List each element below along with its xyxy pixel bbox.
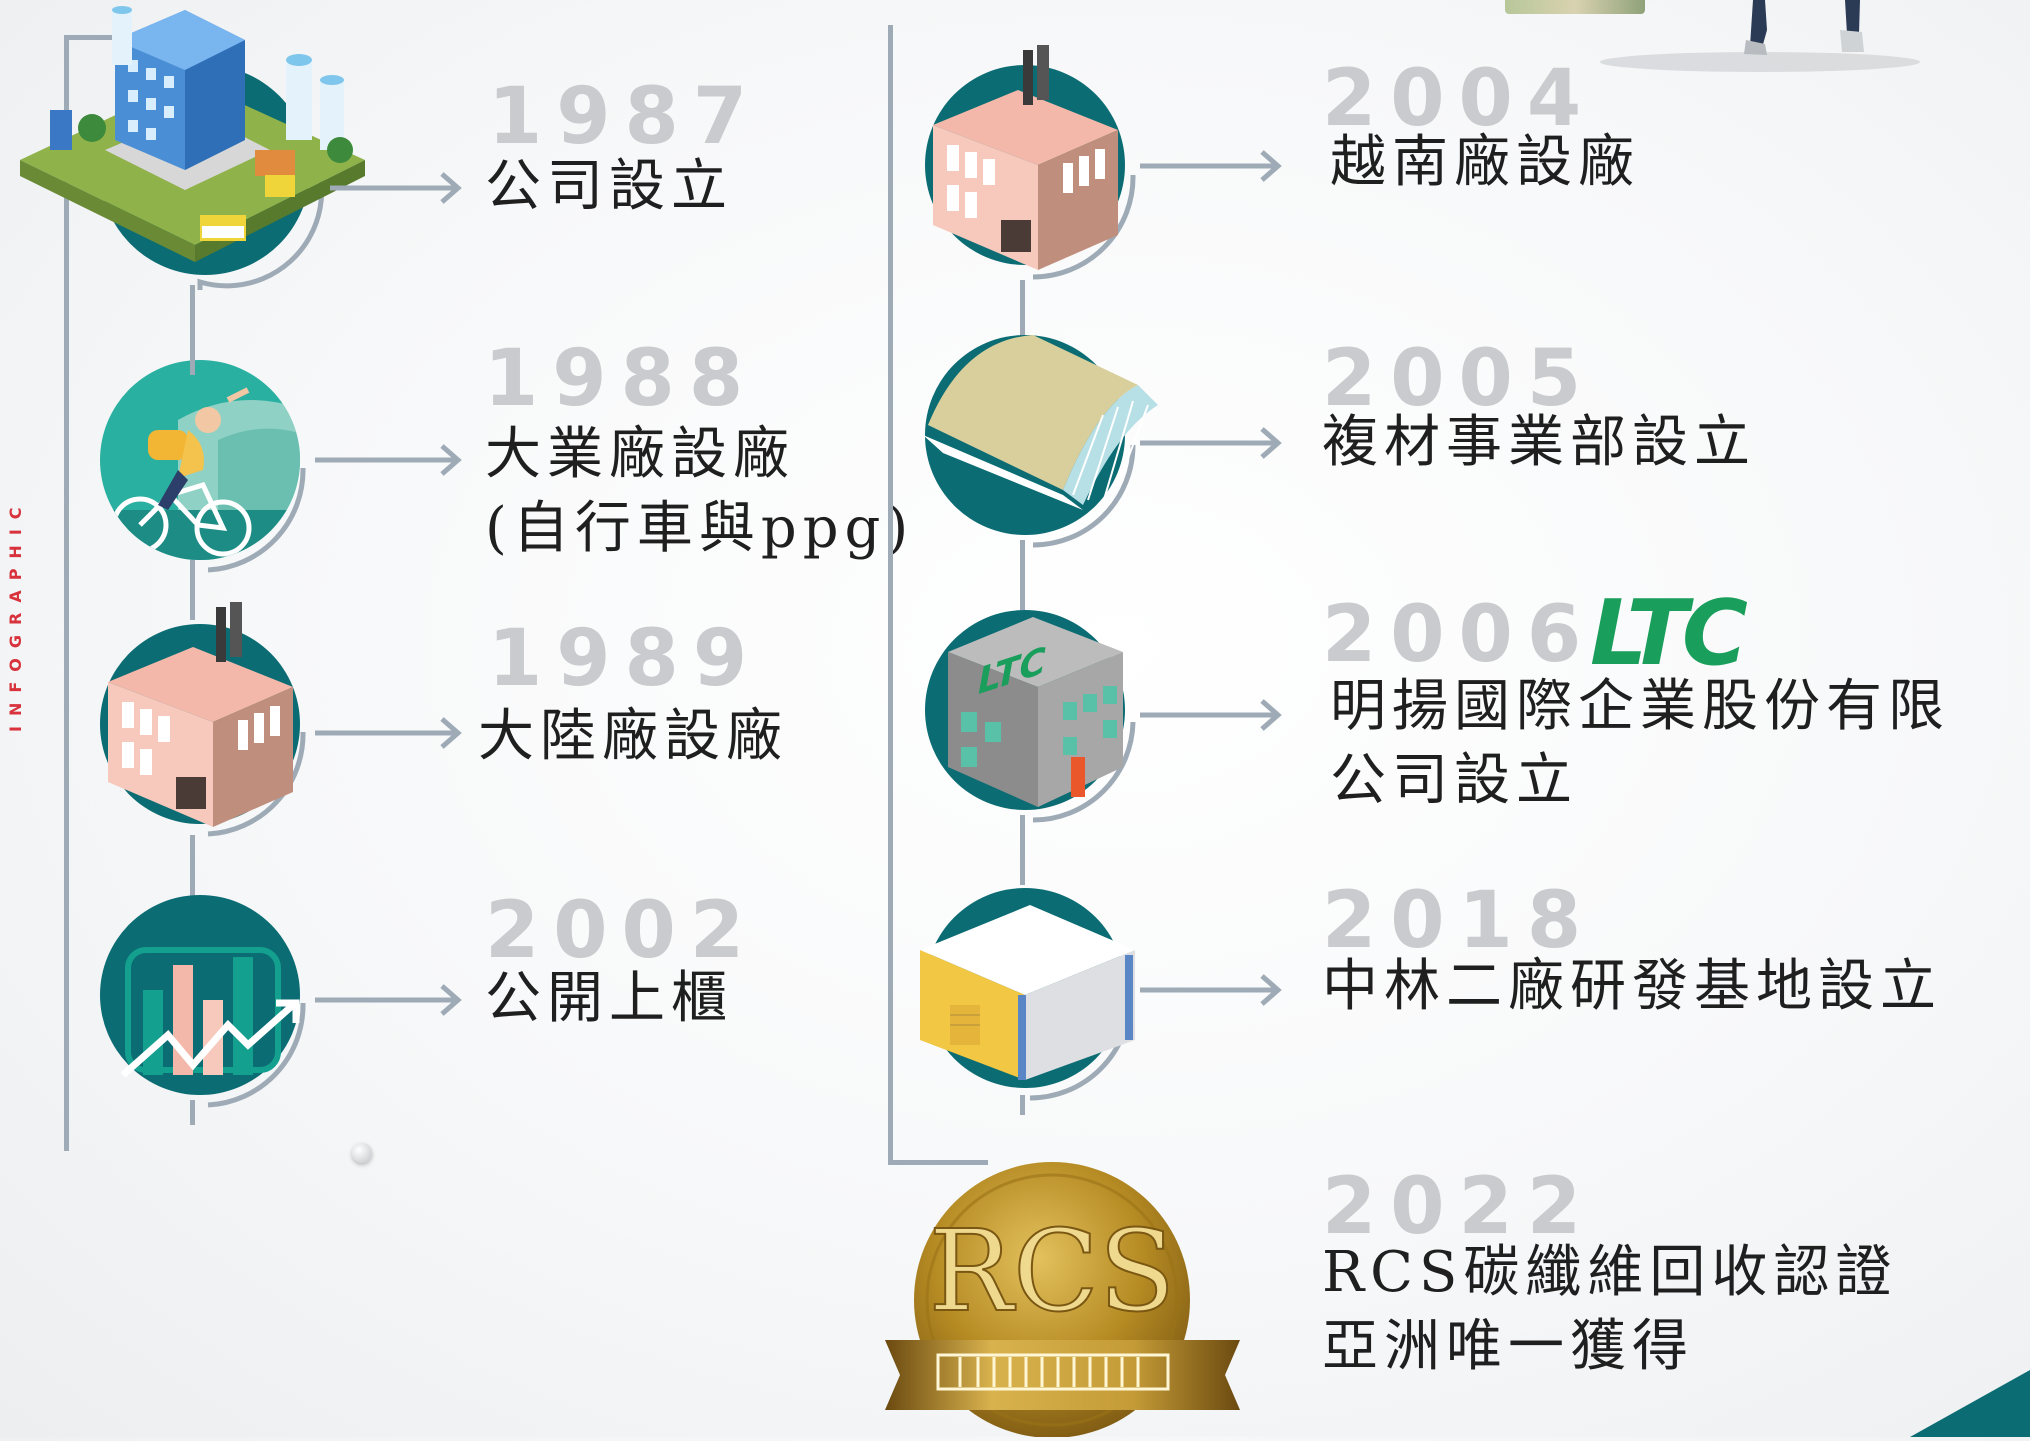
timeline-item-2022-label-line2: 亞洲唯一獲得 [1322,1314,1694,1379]
runner-legs-photo [1560,0,1930,80]
timeline-item-1989-icon [98,602,328,852]
ltc-logo: LTC [1586,581,1786,686]
timeline-item-2004-arrow [1140,150,1282,182]
timeline-item-1988-label-line1: 大業廠設廠 [485,422,795,487]
right-connector-4 [1020,1095,1025,1115]
left-connector-1 [190,285,195,375]
timeline-item-1987-icon [20,0,380,305]
timeline-item-1989-year: 1989 [488,614,762,704]
timeline-item-2018-year: 2018 [1322,876,1596,966]
side-label: INFOGRAPHIC [6,497,25,733]
photo-fragment [1505,0,1645,14]
timeline-item-1988-label-line2: (自行車與ppg) [485,496,915,561]
timeline-item-2006-icon: LTC [923,592,1163,832]
right-connector-3 [1020,815,1025,885]
timeline-item-2022-label-line1: RCS碳纖維回收認證 [1322,1240,1898,1305]
timeline-item-2018-icon [920,880,1160,1110]
timeline-item-2006-arrow [1140,699,1282,731]
right-timeline-spine [888,25,893,1165]
right-connector-2 [1020,540,1025,610]
timeline-item-1989-label: 大陸廠設廠 [478,704,788,769]
timeline-item-1989-arrow [315,717,462,749]
right-timeline-bottom-tick [888,1160,988,1165]
timeline-item-2004-year: 2004 [1322,54,1596,144]
timeline-item-2022-year: 2022 [1322,1162,1596,1252]
left-connector-4 [190,1100,195,1125]
timeline-item-2002-arrow [315,984,462,1016]
right-connector-1 [1020,280,1025,340]
ltc-logo-l: LTC [1590,592,1748,672]
timeline-item-2002-label: 公開上櫃 [485,966,733,1031]
timeline-item-2004-label: 越南廠設廠 [1330,130,1640,195]
timeline-item-2018-label: 中林二廠研發基地設立 [1322,954,1942,1019]
timeline-item-1987-label: 公司設立 [485,154,733,219]
corner-accent [1890,1370,2030,1437]
timeline-item-2006-year: 2006 [1322,590,1596,680]
timeline-item-1988-arrow [315,444,462,476]
rcs-badge-text: RCS [929,1207,1176,1337]
rcs-badge-icon: RCS [880,1160,1250,1438]
timeline-item-2006-label-line1: 明揚國際企業股份有限 [1330,674,1950,739]
timeline-item-2005-label: 複材事業部設立 [1322,410,1756,475]
decorative-dot [352,1143,372,1163]
timeline-item-2005-icon [923,335,1163,555]
timeline-item-2004-icon [923,45,1153,295]
timeline-item-2002-icon [98,895,328,1125]
left-connector-2 [190,560,195,620]
timeline-item-2005-year: 2005 [1322,334,1596,424]
timeline-item-2005-arrow [1140,427,1282,459]
timeline-item-2018-arrow [1140,974,1282,1006]
timeline-item-2002-year: 2002 [485,886,759,976]
timeline-item-1988-icon [98,360,328,590]
left-connector-3 [190,835,195,905]
left-timeline-top-tick [64,35,124,40]
timeline-item-1987-year: 1987 [488,72,762,162]
left-timeline-spine [64,35,69,1151]
timeline-item-1987-arrow [330,172,462,204]
timeline-item-1988-year: 1988 [484,334,758,424]
timeline-item-2006-label-line2: 公司設立 [1330,748,1578,813]
